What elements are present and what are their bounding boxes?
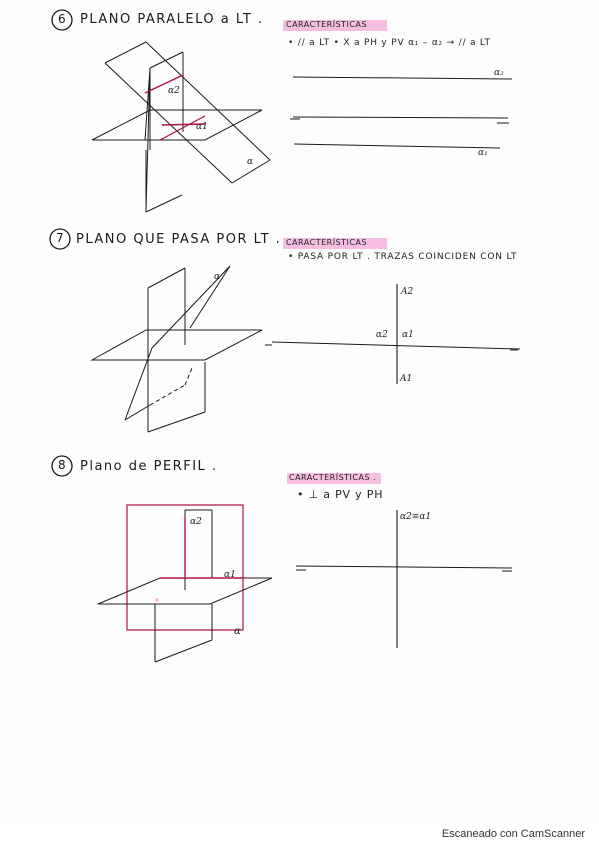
section-7-title: PLANO QUE PASA POR LT . bbox=[76, 232, 282, 247]
section-6-title: PLANO PARALELO a LT . bbox=[80, 12, 264, 27]
section-6-label-a1: α1 bbox=[196, 122, 208, 132]
section-7-trace-a2: α2 bbox=[376, 330, 388, 340]
section-7-carac-label: CARACTERÍSTICAS bbox=[286, 238, 368, 247]
section-8-properties: • ⊥ a PV y PH bbox=[297, 488, 384, 501]
section-8-trace-a2a1: α2≡α1 bbox=[400, 512, 432, 522]
section-6-carac-label: CARACTERÍSTICAS bbox=[286, 20, 368, 29]
section-6-trace-a1: α₁ bbox=[478, 148, 488, 158]
section-8-label-a1: α1 bbox=[224, 570, 236, 580]
section-8-highlight bbox=[287, 473, 381, 484]
section-6-label-alpha: α bbox=[247, 157, 254, 167]
section-6-highlight bbox=[283, 20, 387, 31]
section-8-label-a2: α2 bbox=[190, 517, 202, 527]
section-6-trace-a2: α₂ bbox=[494, 68, 504, 78]
section-7-trace-A2: A2 bbox=[401, 287, 414, 297]
section-8-label-alpha: α bbox=[234, 626, 241, 637]
section-8-carac-label: CARACTERÍSTICAS . bbox=[289, 473, 377, 482]
scanner-watermark: Escaneado con CamScanner bbox=[441, 828, 585, 840]
section-7-trace-a1: α1 bbox=[402, 330, 414, 340]
section-7-properties: • PASA POR LT . TRAZAS COINCIDEN CON LT bbox=[288, 252, 518, 262]
section-7-label-alpha: α bbox=[214, 272, 221, 282]
section-8-title: Plano de PERFIL . bbox=[80, 459, 218, 474]
section-6-number: 6 bbox=[58, 12, 66, 26]
section-7-number: 7 bbox=[56, 231, 64, 245]
section-7-trace-A1: A1 bbox=[400, 374, 413, 384]
section-6-label-a2: α2 bbox=[168, 86, 180, 96]
section-8-number: 8 bbox=[58, 458, 66, 472]
section-7-highlight bbox=[283, 238, 387, 249]
section-6-properties: • // a LT • X a PH y PV α₁ – α₂ → // a L… bbox=[288, 38, 491, 48]
notebook-page bbox=[0, 0, 599, 820]
